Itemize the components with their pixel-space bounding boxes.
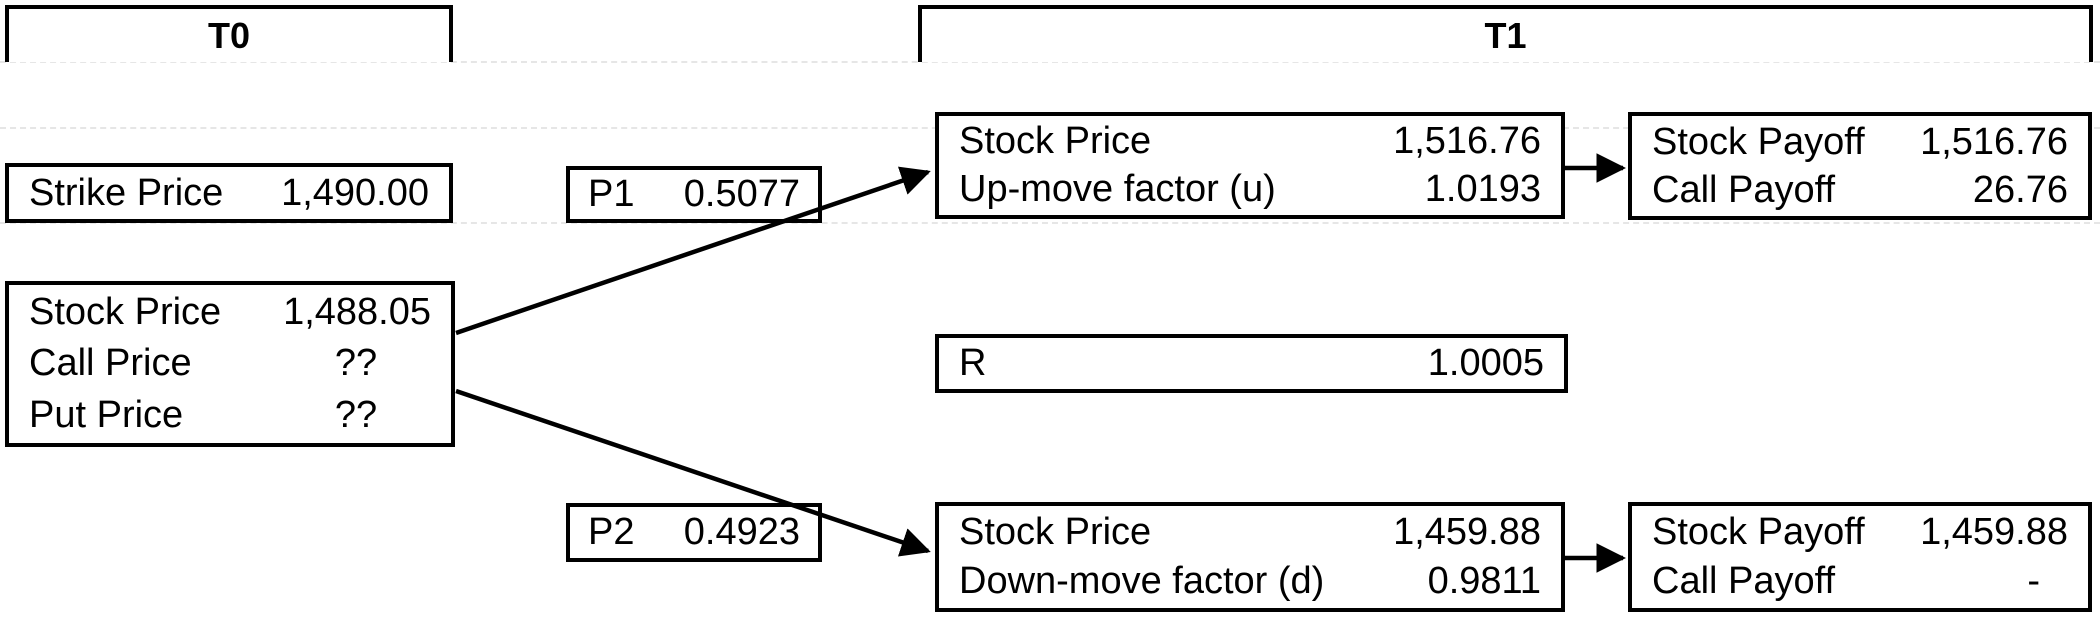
t0-stock-price-label: Stock Price — [29, 291, 222, 334]
p1-label: P1 — [588, 173, 635, 215]
t0-stock-price-value: 1,488.05 — [283, 291, 431, 334]
up-move-factor-value: 1.0193 — [1424, 167, 1541, 210]
risk-free-rate-label: R — [959, 342, 987, 384]
header-t1-label: T1 — [1484, 14, 1527, 56]
up-stock-payoff-row: Stock Payoff 1,516.76 — [1632, 118, 2088, 166]
up-stock-price-value: 1,516.76 — [1393, 120, 1541, 163]
up-call-payoff-row: Call Payoff 26.76 — [1632, 166, 2088, 214]
down-move-factor-label: Down-move factor (d) — [959, 560, 1325, 602]
t0-call-price-value: ?? — [334, 342, 378, 385]
up-call-payoff-label: Call Payoff — [1652, 168, 1836, 211]
strike-price-value: 1,490.00 — [281, 171, 429, 214]
down-call-payoff-label: Call Payoff — [1652, 560, 1836, 602]
gridline — [0, 61, 2100, 63]
up-stock-payoff-label: Stock Payoff — [1652, 120, 1865, 163]
up-move-factor-row: Up-move factor (u) 1.0193 — [939, 166, 1561, 214]
header-t0-label: T0 — [207, 14, 250, 56]
t0-put-price-label: Put Price — [29, 393, 184, 436]
up-stock-payoff-value: 1,516.76 — [1920, 120, 2068, 163]
up-payoff-box: Stock Payoff 1,516.76 Call Payoff 26.76 — [1628, 112, 2092, 220]
p2-row: P2 0.4923 — [570, 509, 818, 556]
risk-free-rate-value: 1.0005 — [1427, 342, 1544, 384]
strike-price-box: Strike Price 1,490.00 — [5, 163, 453, 223]
down-stock-payoff-row: Stock Payoff 1,459.88 — [1632, 508, 2088, 557]
up-node-box: Stock Price 1,516.76 Up-move factor (u) … — [935, 112, 1565, 219]
p1-value: 0.5077 — [683, 173, 800, 215]
strike-price-label: Strike Price — [29, 171, 224, 214]
p1-row: P1 0.5077 — [570, 172, 818, 217]
t0-node-box: Stock Price 1,488.05 Call Price ?? Put P… — [5, 281, 455, 447]
risk-free-rate-row: R 1.0005 — [939, 340, 1564, 387]
down-stock-price-label: Stock Price — [959, 511, 1152, 553]
p2-value: 0.4923 — [683, 511, 800, 553]
t0-put-price-row: Put Price ?? — [9, 390, 451, 441]
down-stock-price-value: 1,459.88 — [1393, 511, 1541, 553]
up-stock-price-row: Stock Price 1,516.76 — [939, 118, 1561, 166]
down-stock-payoff-value: 1,459.88 — [1920, 511, 2068, 553]
header-t1: T1 — [918, 5, 2093, 62]
up-stock-price-label: Stock Price — [959, 120, 1152, 163]
t0-call-price-label: Call Price — [29, 342, 192, 385]
t0-put-price-value: ?? — [334, 393, 378, 436]
p2-probability-box: P2 0.4923 — [566, 503, 822, 562]
down-payoff-box: Stock Payoff 1,459.88 Call Payoff - — [1628, 502, 2092, 612]
down-stock-payoff-label: Stock Payoff — [1652, 511, 1865, 553]
p1-probability-box: P1 0.5077 — [566, 166, 822, 223]
down-move-factor-value: 0.9811 — [1427, 560, 1541, 602]
strike-price-row: Strike Price 1,490.00 — [9, 169, 449, 217]
gridline — [0, 222, 2100, 224]
p2-label: P2 — [588, 511, 635, 553]
down-node-box: Stock Price 1,459.88 Down-move factor (d… — [935, 502, 1565, 612]
t0-call-price-row: Call Price ?? — [9, 338, 451, 389]
down-move-factor-row: Down-move factor (d) 0.9811 — [939, 557, 1561, 606]
up-move-factor-label: Up-move factor (u) — [959, 167, 1276, 210]
t0-stock-price-row: Stock Price 1,488.05 — [9, 287, 451, 338]
down-stock-price-row: Stock Price 1,459.88 — [939, 508, 1561, 557]
risk-free-rate-box: R 1.0005 — [935, 334, 1568, 393]
header-t0: T0 — [5, 5, 453, 62]
down-call-payoff-row: Call Payoff - — [1632, 557, 2088, 606]
down-call-payoff-value: - — [2027, 560, 2040, 602]
up-call-payoff-value: 26.76 — [1972, 168, 2068, 211]
